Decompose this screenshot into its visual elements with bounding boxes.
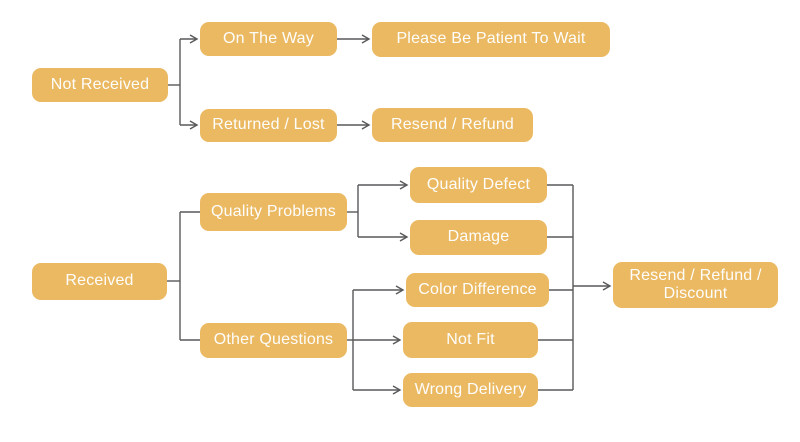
node-not-received: Not Received [32,68,168,102]
node-please-be-patient: Please Be Patient To Wait [372,22,610,57]
node-damage: Damage [410,220,547,255]
node-resend-refund-discount: Resend / Refund / Discount [613,262,778,308]
node-quality-problems: Quality Problems [200,193,347,231]
node-quality-defect: Quality Defect [410,167,547,203]
node-on-the-way: On The Way [200,22,337,56]
node-received: Received [32,263,167,300]
node-wrong-delivery: Wrong Delivery [403,373,538,407]
node-not-fit: Not Fit [403,322,538,358]
node-resend-refund: Resend / Refund [372,108,533,142]
node-color-difference: Color Difference [406,273,549,307]
node-other-questions: Other Questions [200,323,347,358]
node-returned-lost: Returned / Lost [200,109,337,142]
